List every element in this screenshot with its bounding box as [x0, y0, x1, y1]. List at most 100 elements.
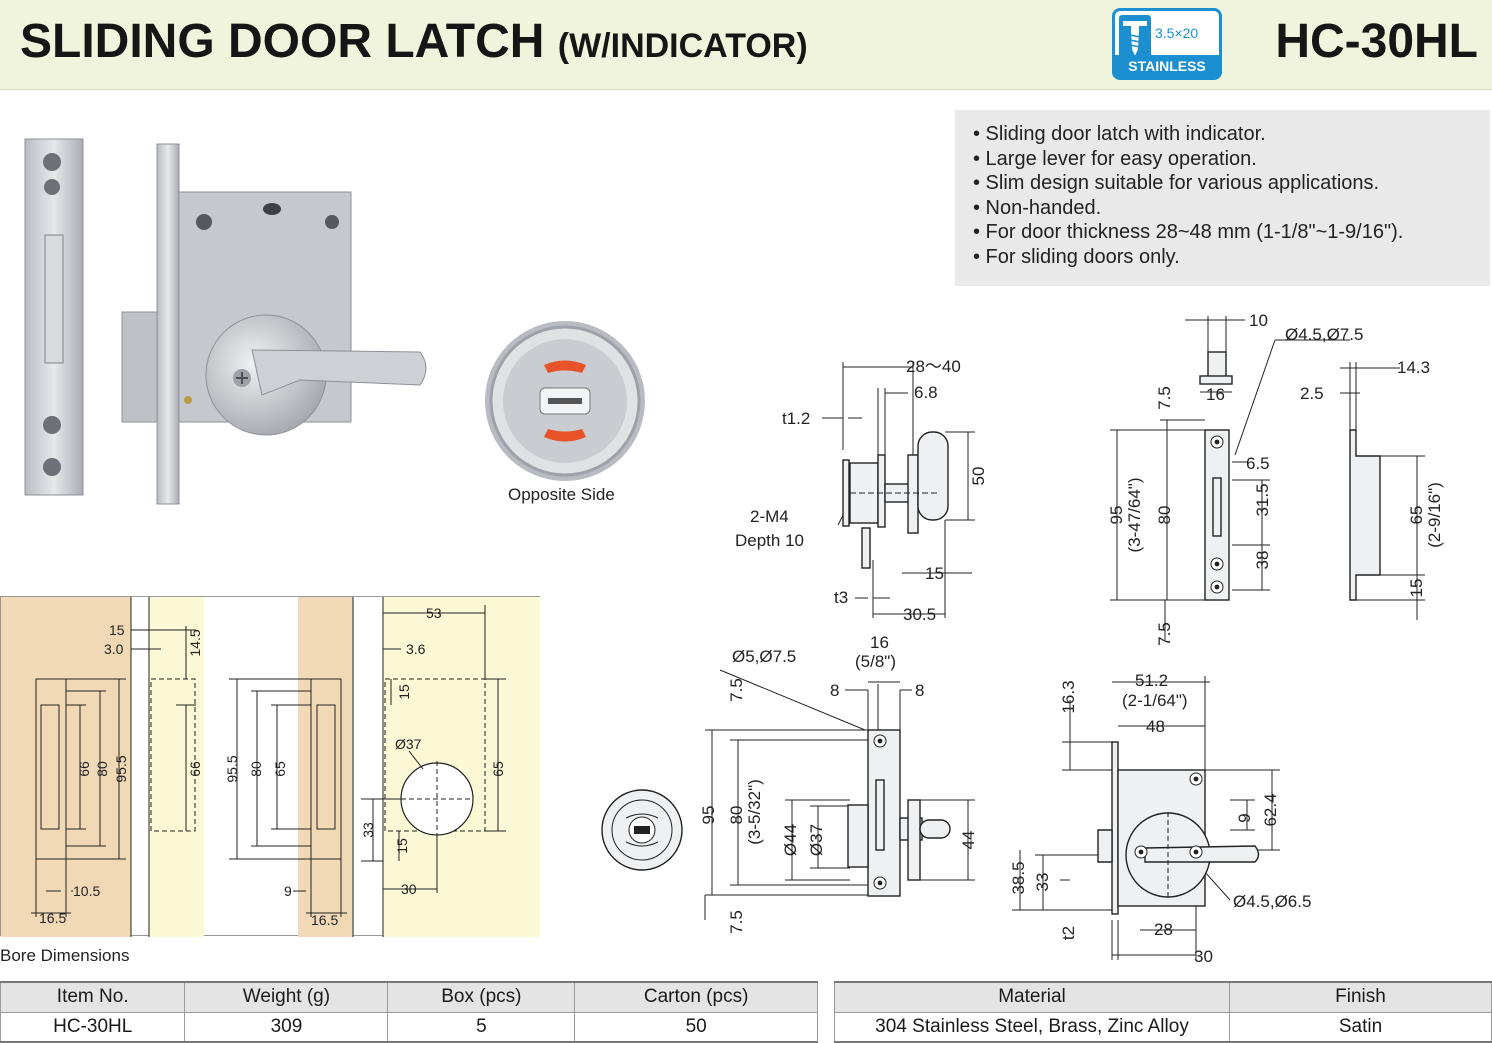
- table-header: Carton (pcs): [574, 981, 818, 1013]
- dim-text: (3-47/64"): [1125, 477, 1144, 552]
- title-main: SLIDING DOOR LATCH: [20, 15, 545, 68]
- dim-text: 80: [248, 761, 264, 777]
- dim-text: 95.5: [113, 755, 129, 782]
- table-row: 304 Stainless Steel, Brass, Zinc Alloy S…: [834, 1011, 1492, 1043]
- strike-plate-drawing: 10 Ø4.5,Ø7.5 7.5 16 6.5 95 (3-47/64") 80…: [1107, 311, 1444, 646]
- dim-text: 62.4: [1261, 793, 1280, 826]
- feature-item: • Non-handed.: [973, 196, 1102, 219]
- model-number: HC-30HL: [1275, 15, 1478, 68]
- dim-text: 30: [1194, 947, 1213, 966]
- dim-text: 3.0: [104, 641, 124, 657]
- dim-text: (5/8"): [855, 652, 896, 671]
- dim-text: 16: [1206, 385, 1225, 404]
- dim-text: 65: [1407, 506, 1426, 525]
- table-cell: 304 Stainless Steel, Brass, Zinc Alloy: [834, 1011, 1230, 1043]
- dim-text: 10: [1249, 311, 1268, 330]
- dim-text: Ø37: [395, 736, 422, 752]
- dim-text: 66: [187, 761, 203, 777]
- dim-text: 8: [830, 681, 839, 700]
- dim-text: (3-5/32"): [745, 779, 764, 845]
- features-box: • Sliding door latch with indicator. • L…: [955, 110, 1490, 286]
- opposite-side-label: Opposite Side: [508, 485, 615, 504]
- dim-text: 38.5: [1009, 861, 1028, 894]
- bore-dimensions-panel: 15 3.0 14.5 66 80 95.5 10.5 16.5 66 95.5…: [0, 596, 540, 937]
- dim-text: 10.5: [73, 883, 100, 899]
- dim-text: 3.6: [406, 641, 426, 657]
- screw-icon: [1119, 15, 1151, 59]
- dim-text: 14.5: [187, 629, 203, 656]
- dim-text: 66: [76, 761, 92, 777]
- dim-text: 80: [94, 761, 110, 777]
- table-cell: HC-30HL: [0, 1011, 186, 1043]
- feature-item: • For sliding doors only.: [973, 245, 1180, 268]
- dim-text: 9: [1235, 813, 1254, 822]
- dim-text: 33: [1033, 873, 1052, 892]
- dim-text: 9: [284, 883, 292, 899]
- spec-table: Item No. Weight (g) Box (pcs) Carton (pc…: [0, 981, 818, 1043]
- dim-text: 6.5: [1246, 454, 1270, 473]
- dim-text: 16: [870, 633, 889, 652]
- table-header: Weight (g): [184, 981, 389, 1013]
- dim-text: 95.5: [224, 755, 240, 782]
- dim-text: 7.5: [1155, 622, 1174, 646]
- dim-text: 15: [394, 838, 410, 854]
- dim-text: 16.5: [39, 910, 66, 926]
- dim-text: 7.5: [1155, 386, 1174, 410]
- table-row: HC-30HL 309 5 50: [0, 1011, 818, 1043]
- table-header: Box (pcs): [387, 981, 576, 1013]
- bore-dimensions-label: Bore Dimensions: [0, 946, 130, 965]
- bore-drawing: 15 3.0 14.5 66 80 95.5 10.5 16.5 66 95.5…: [1, 597, 540, 937]
- dim-text: 2-M4: [750, 507, 789, 526]
- page-header: SLIDING DOOR LATCH (W/INDICATOR) 3.5×20 …: [0, 0, 1492, 90]
- table-header: Material: [834, 981, 1230, 1013]
- screw-size: 3.5×20: [1155, 25, 1199, 41]
- dim-text: 15: [396, 684, 412, 700]
- dim-text: 53: [426, 605, 442, 621]
- dim-text: 44: [959, 831, 978, 850]
- dim-text: 28～40: [906, 357, 961, 376]
- table-header: Item No.: [0, 981, 186, 1013]
- dim-text: t2: [1059, 926, 1078, 940]
- dim-text: 30.5: [903, 605, 936, 624]
- indicator-photo: [485, 321, 645, 481]
- dim-text: Ø37: [807, 824, 826, 856]
- dim-text: Ø44: [781, 824, 800, 856]
- table-cell: 5: [387, 1011, 576, 1043]
- dim-text: 80: [727, 806, 746, 825]
- feature-item: • For door thickness 28~48 mm (1-1/8"~1-…: [973, 221, 1404, 243]
- dim-text: 6.8: [914, 383, 938, 402]
- stainless-screw-badge: 3.5×20 STAINLESS: [1112, 8, 1222, 80]
- dim-text: 95: [699, 806, 718, 825]
- dim-text: (2-1/64"): [1122, 691, 1188, 710]
- dim-text: 28: [1154, 920, 1173, 939]
- dim-text: 7.5: [727, 678, 746, 702]
- dim-text: 16.5: [311, 912, 338, 928]
- table-cell: Satin: [1229, 1011, 1492, 1043]
- table-header: Finish: [1229, 981, 1492, 1013]
- dim-text: 51.2: [1135, 671, 1168, 690]
- dim-text: 15: [109, 622, 125, 638]
- dim-text: Ø4.5,Ø7.5: [1285, 325, 1363, 344]
- dim-text: Ø4.5,Ø6.5: [1233, 892, 1311, 911]
- dim-text: 48: [1146, 717, 1165, 736]
- title-sub: (W/INDICATOR): [557, 27, 808, 65]
- dim-text: 16.3: [1059, 680, 1078, 713]
- dim-text: 30: [401, 881, 417, 897]
- dim-text: 38: [1253, 551, 1272, 570]
- table-cell: 309: [184, 1011, 389, 1043]
- material-label: STAINLESS: [1115, 55, 1219, 77]
- dim-text: 95: [1107, 506, 1126, 525]
- dim-text: 2.5: [1300, 384, 1324, 403]
- dim-text: (2-9/16"): [1425, 482, 1444, 548]
- dim-text: 15: [925, 564, 944, 583]
- dim-text: 33: [360, 822, 376, 838]
- dim-text: 65: [490, 761, 506, 777]
- dim-text: t3: [834, 588, 848, 607]
- page-title: SLIDING DOOR LATCH (W/INDICATOR): [20, 14, 808, 69]
- side-view-drawing: 28～40 6.8 t1.2 50 2-M4 Depth 10 15 t3 30…: [735, 357, 988, 624]
- dim-text: 15: [1407, 579, 1426, 598]
- dim-text: Depth 10: [735, 531, 804, 550]
- feature-item: • Large lever for easy operation.: [973, 147, 1257, 170]
- dim-text: 80: [1155, 506, 1174, 525]
- latch-body-drawing: 51.2 (2-1/64") 16.3 48 9 62.4 38.5 33 Ø4…: [1009, 671, 1311, 966]
